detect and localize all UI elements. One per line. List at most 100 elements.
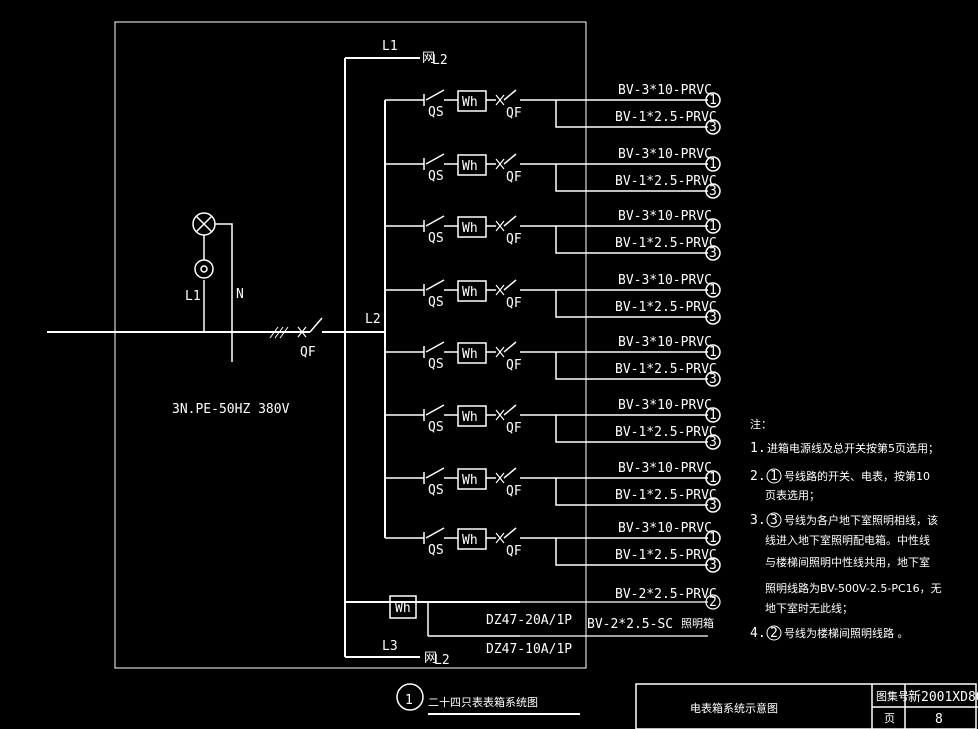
qf-cross — [495, 346, 505, 358]
qs-blade — [425, 527, 445, 539]
qs-label: QS — [428, 231, 444, 246]
bottom-branch-phase: L3 — [382, 639, 398, 654]
note-2-circle — [766, 468, 782, 484]
note-2-text2: 页表选用； — [765, 488, 820, 502]
mark-circle — [705, 434, 721, 450]
qf-blade — [503, 527, 517, 539]
bottom-branch-mark: 网 — [424, 651, 437, 666]
page-label: 页 — [884, 712, 895, 725]
fuse-icon — [194, 259, 214, 279]
qf-cross — [495, 220, 505, 232]
cable-line — [555, 538, 708, 566]
qf-label: QF — [506, 170, 522, 185]
mark-circle — [705, 371, 721, 387]
mark-2-label: 3 — [709, 372, 717, 387]
mark-circle — [705, 470, 721, 486]
neutral-line — [215, 223, 233, 362]
meter-label: Wh — [462, 285, 478, 300]
fuse-dot-icon — [200, 265, 208, 273]
cable-1-label: BV-3*10-PRVC — [618, 209, 712, 224]
qf-label: QF — [506, 232, 522, 247]
cable-1-label: BV-3*10-PRVC — [618, 335, 712, 350]
common-meter-box — [389, 595, 417, 619]
mark-1-label: 1 — [709, 157, 717, 172]
cable-line — [555, 352, 708, 380]
cable-2-label: BV-1*2.5-PRVC — [615, 488, 717, 503]
qf-blade — [503, 279, 517, 291]
cable-line — [555, 226, 708, 254]
meter-branches: QSWhQFBV-3*10-PRVCBV-1*2.5-PRVC13QSWhQFB… — [385, 83, 721, 573]
neutral-label: N — [236, 287, 244, 302]
mark-circle — [705, 245, 721, 261]
lamp-cross-2 — [195, 215, 213, 233]
note-3-circle-num: 3 — [770, 513, 778, 528]
meter-label: Wh — [462, 473, 478, 488]
mark-2-label: 3 — [709, 558, 717, 573]
mark-1-label: 1 — [709, 471, 717, 486]
notes-title: 注： — [750, 417, 772, 431]
mark-circle — [705, 218, 721, 234]
common-cable-1: BV-2*2.5-PRVC — [615, 587, 717, 602]
note-4-text: 号线为楼梯间照明线路 。 — [784, 626, 909, 640]
qf-cross — [495, 472, 505, 484]
note-2-text: 号线路的开关、电表，按第10 — [784, 469, 930, 483]
mark-circle — [705, 407, 721, 423]
mark-circle — [705, 156, 721, 172]
lamp-phase-label: L1 — [185, 289, 201, 304]
note-3-num: 3. — [750, 513, 766, 528]
note-3-circle — [766, 512, 782, 528]
set-value: 新2001XD80 — [908, 689, 978, 705]
mark-circle — [705, 119, 721, 135]
common-mark-circle — [705, 594, 721, 610]
cable-2-label: BV-1*2.5-PRVC — [615, 425, 717, 440]
top-branch-mark: 网 — [422, 51, 435, 66]
qs-label: QS — [428, 357, 444, 372]
meter-label: Wh — [462, 347, 478, 362]
mark-circle — [705, 92, 721, 108]
top-branch-terminal: L2 — [432, 53, 448, 68]
cable-1-label: BV-3*10-PRVC — [618, 147, 712, 162]
meter-box — [457, 280, 487, 302]
cable-2-label: BV-1*2.5-PRVC — [615, 300, 717, 315]
common-breaker-2: DZ47-10A/1P — [486, 642, 572, 657]
mark-2-label: 3 — [709, 498, 717, 513]
qf-blade — [503, 153, 517, 165]
meter-box — [457, 216, 487, 238]
meter-label: Wh — [462, 533, 478, 548]
page-value: 8 — [935, 712, 943, 727]
meter-label: Wh — [462, 221, 478, 236]
qs-blade — [425, 215, 445, 227]
main-breaker-icon — [269, 317, 323, 339]
qf-label: QF — [506, 484, 522, 499]
qf-cross — [495, 409, 505, 421]
common-cable-2-suffix: 照明箱 — [681, 616, 714, 630]
note-4-num: 4. — [750, 626, 766, 641]
qf-blade — [503, 467, 517, 479]
qf-blade — [503, 215, 517, 227]
cable-line — [555, 415, 708, 443]
note-4-circle — [766, 625, 782, 641]
note-1-num: 1. — [750, 441, 766, 456]
cable-line — [555, 164, 708, 192]
qs-blade — [425, 89, 445, 101]
note-2-circle-num: 1 — [770, 469, 778, 484]
meter-box — [457, 90, 487, 112]
mark-2-label: 3 — [709, 435, 717, 450]
common-meter-label: Wh — [395, 601, 411, 616]
qf-cross — [495, 94, 505, 106]
qs-blade — [425, 467, 445, 479]
meter-label: Wh — [462, 159, 478, 174]
qs-label: QS — [428, 483, 444, 498]
enclosure-frame — [114, 21, 587, 669]
qf-label: QF — [506, 106, 522, 121]
caption-text: 二十四只表表箱系统图 — [428, 695, 538, 709]
qf-blade — [503, 89, 517, 101]
cable-1-label: BV-3*10-PRVC — [618, 83, 712, 98]
cable-1-label: BV-3*10-PRVC — [618, 461, 712, 476]
note-4-circle-num: 2 — [770, 626, 778, 641]
note-2-num: 2. — [750, 469, 766, 484]
mark-1-label: 1 — [709, 408, 717, 423]
qs-label: QS — [428, 295, 444, 310]
mark-circle — [705, 557, 721, 573]
